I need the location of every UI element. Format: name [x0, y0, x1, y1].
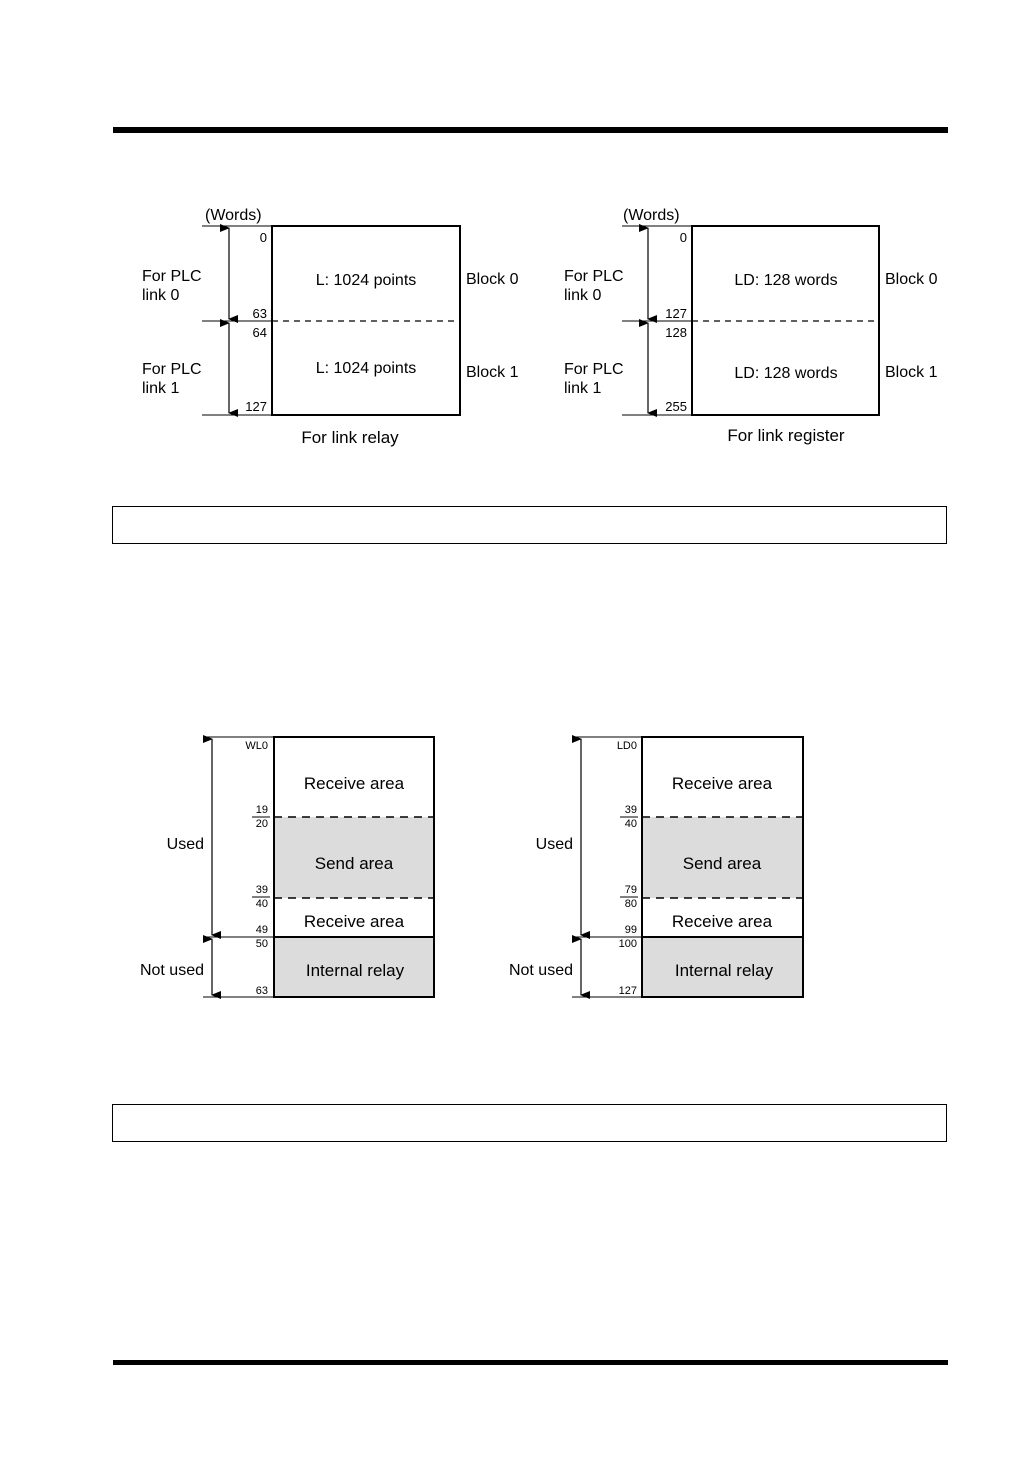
- relay-not-used-label: Not used: [140, 962, 204, 979]
- register-area-label: Receive area: [672, 912, 773, 931]
- relay-block1-label: Block 1: [466, 364, 519, 381]
- register-caption: For link register: [727, 426, 844, 445]
- register-alloc-tick: 99: [625, 924, 637, 936]
- note-box: [112, 506, 947, 544]
- register-group0-line2: link 0: [564, 287, 601, 304]
- register-alloc-tick: 80: [625, 898, 637, 910]
- relay-alloc-tick: 49: [256, 924, 268, 936]
- register-alloc-tick: 39: [625, 804, 637, 816]
- relay-alloc-tick: 19: [256, 804, 268, 816]
- top-rule: [113, 127, 948, 133]
- register-start-label: LD0: [617, 740, 637, 752]
- relay-block1-content: L: 1024 points: [316, 360, 417, 377]
- relay-used-label: Used: [167, 836, 204, 853]
- register-not-used-label: Not used: [509, 962, 573, 979]
- relay-block0-label: Block 0: [466, 271, 519, 288]
- register-allocation-box: [641, 736, 804, 998]
- relay-area-label: Internal relay: [306, 961, 405, 980]
- area-allocation-diagram: WL0 19 20 39 40 49 50 63 Receive area Se…: [140, 735, 804, 999]
- relay-area-label: Receive area: [304, 774, 405, 793]
- relay-tick: 0: [260, 230, 267, 245]
- register-tick: 0: [680, 230, 687, 245]
- relay-allocation-diagram: WL0 19 20 39 40 49 50 63 Receive area Se…: [140, 735, 435, 999]
- relay-alloc-tick: 63: [256, 985, 268, 997]
- register-alloc-tick: 40: [625, 818, 637, 830]
- relay-allocation-box: [273, 736, 435, 998]
- relay-tick: 127: [245, 399, 267, 414]
- relay-alloc-tick: 50: [256, 938, 268, 950]
- register-group1-line2: link 1: [564, 380, 601, 397]
- register-block0-label: Block 0: [885, 271, 938, 288]
- register-tick: 255: [665, 399, 687, 414]
- register-used-label: Used: [536, 836, 573, 853]
- register-alloc-tick: 100: [619, 938, 637, 950]
- relay-group0-line1: For PLC: [142, 268, 202, 285]
- register-group1-line1: For PLC: [564, 361, 624, 378]
- relay-send-area-fill: [274, 817, 434, 898]
- register-tick: 128: [665, 325, 687, 340]
- register-area-label: Send area: [683, 854, 762, 873]
- register-allocation-diagram: LD0 39 40 79 80 99 100 127 Receive area …: [509, 735, 804, 999]
- note-box: [112, 1104, 947, 1142]
- relay-area-label: Receive area: [304, 912, 405, 931]
- bottom-rule: [113, 1360, 948, 1365]
- register-alloc-tick: 79: [625, 884, 637, 896]
- register-block1-content: LD: 128 words: [734, 365, 837, 382]
- relay-start-label: WL0: [245, 740, 268, 752]
- register-unit-label: (Words): [623, 207, 680, 224]
- relay-internal-relay-fill: [274, 937, 434, 997]
- relay-tick: 64: [253, 325, 267, 340]
- register-tick: 127: [665, 306, 687, 321]
- register-area-label: Internal relay: [675, 961, 774, 980]
- register-group0-line1: For PLC: [564, 268, 624, 285]
- relay-caption: For link relay: [301, 428, 399, 447]
- register-area-label: Receive area: [672, 774, 773, 793]
- link-register-diagram: (Words) 0 127 128 255 For PLC link 0 For…: [564, 207, 938, 445]
- relay-unit-label: (Words): [205, 207, 262, 224]
- relay-area-label: Send area: [315, 854, 394, 873]
- relay-alloc-tick: 20: [256, 818, 268, 830]
- relay-alloc-tick: 39: [256, 884, 268, 896]
- register-block1-label: Block 1: [885, 364, 938, 381]
- relay-group0-line2: link 0: [142, 287, 179, 304]
- register-internal-relay-fill: [642, 937, 803, 997]
- link-area-diagram: (Words) 0 63 64 127 For PLC link 0 For P…: [142, 207, 938, 447]
- relay-tick: 63: [253, 306, 267, 321]
- register-alloc-tick: 127: [619, 985, 637, 997]
- relay-group1-line1: For PLC: [142, 361, 202, 378]
- relay-block0-content: L: 1024 points: [316, 272, 417, 289]
- register-send-area-fill: [642, 817, 803, 898]
- register-block0-content: LD: 128 words: [734, 272, 837, 289]
- link-relay-diagram: (Words) 0 63 64 127 For PLC link 0 For P…: [142, 207, 519, 447]
- relay-alloc-tick: 40: [256, 898, 268, 910]
- relay-group1-line2: link 1: [142, 380, 179, 397]
